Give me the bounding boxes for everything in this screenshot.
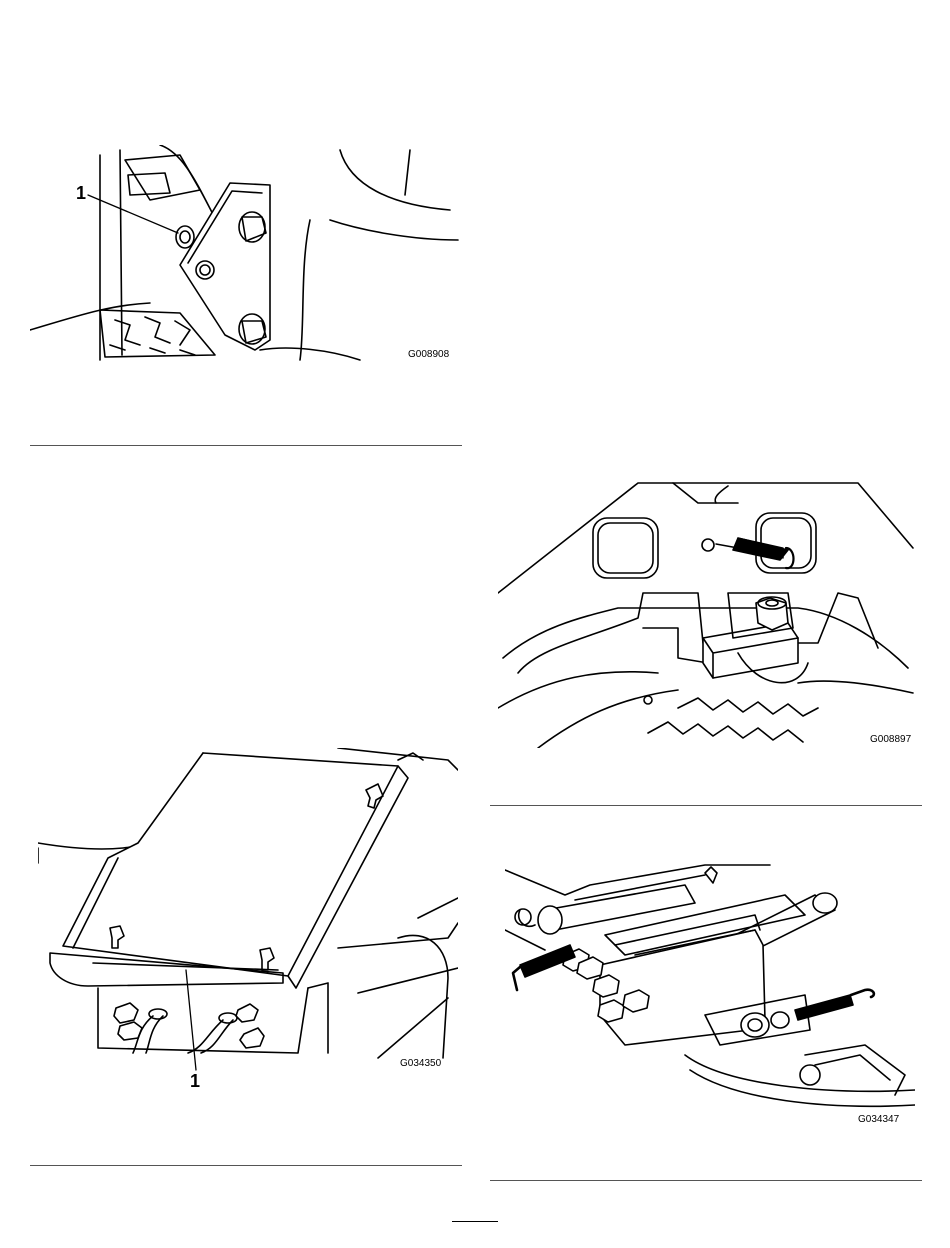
figure-g034347: G034347 (505, 855, 915, 1125)
section-divider (30, 1165, 462, 1166)
section-divider (490, 1180, 922, 1181)
page-footer-rule (452, 1221, 498, 1222)
figure-g008897-drawing (498, 478, 922, 748)
figure-g008897: G008897 (498, 478, 922, 748)
callout-number: 1 (76, 183, 86, 204)
figure-code: G008908 (408, 349, 449, 360)
section-divider (30, 445, 462, 446)
figure-g034350: G034350 (38, 748, 458, 1073)
figure-g008908: 1 G008908 (30, 145, 460, 370)
figure-g008908-drawing (30, 145, 460, 370)
section-divider (490, 805, 922, 806)
figure-g034350-drawing (38, 748, 458, 1073)
callout-number: 1 (190, 1071, 200, 1092)
figure-code: G034350 (400, 1058, 441, 1069)
figure-code: G034347 (858, 1114, 899, 1125)
figure-g034347-drawing (505, 855, 915, 1125)
figure-code: G008897 (870, 734, 911, 745)
